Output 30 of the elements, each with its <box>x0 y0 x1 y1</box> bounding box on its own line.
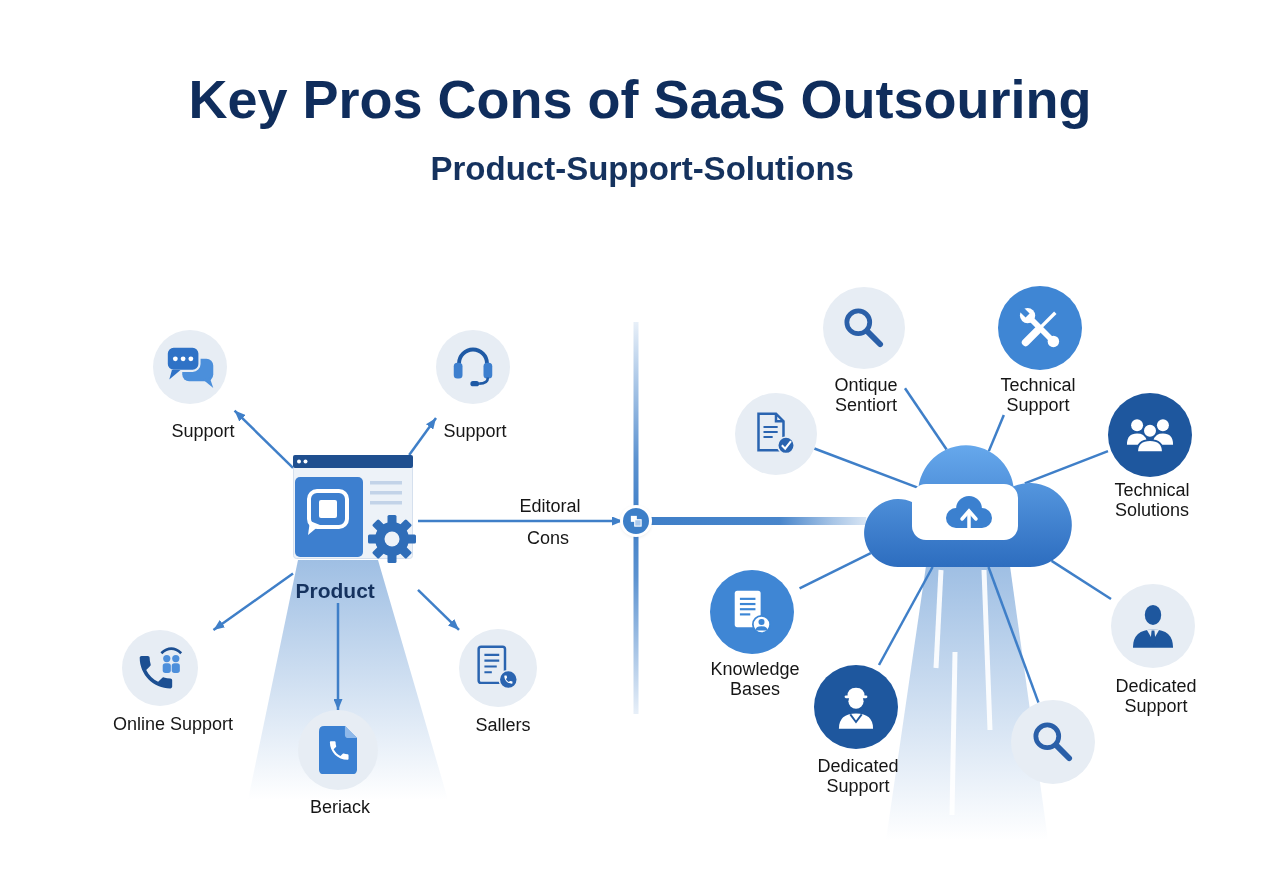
node-label: Technical Support <box>1000 375 1076 415</box>
connector-line <box>877 566 934 666</box>
arrow-label: Cons <box>527 528 570 549</box>
connector-line <box>987 414 1005 452</box>
connector-line <box>649 517 867 525</box>
connector-line <box>799 552 872 590</box>
connector-line <box>813 447 919 490</box>
node-label: Beriack <box>310 797 371 817</box>
node-label: Dedicated Support <box>817 756 899 796</box>
arrow <box>408 417 437 456</box>
arrow <box>417 589 460 631</box>
node-label: Online Support <box>113 714 234 734</box>
node-label: Sallers <box>475 715 531 735</box>
node-label: Product <box>295 579 375 603</box>
node-label: Support <box>443 421 507 441</box>
node-label: Technical Solutions <box>1114 480 1190 520</box>
arrow <box>212 572 294 631</box>
arrow <box>233 409 294 469</box>
node-label: Support <box>171 421 235 441</box>
node-label: Knowledge Bases <box>710 659 800 699</box>
node-label: Ontique Sentiort <box>834 375 898 415</box>
arrow <box>418 516 623 526</box>
node-label: Dedicated Support <box>1115 676 1197 716</box>
connector-line <box>987 566 1040 704</box>
connector-line <box>1050 559 1112 601</box>
title: Key Pros Cons of SaaS Outsouring <box>188 68 1092 130</box>
connector-line <box>903 387 948 451</box>
connector-line <box>1024 450 1109 485</box>
subtitle: Product-Support-Solutions <box>430 149 854 189</box>
arrow <box>333 603 343 710</box>
